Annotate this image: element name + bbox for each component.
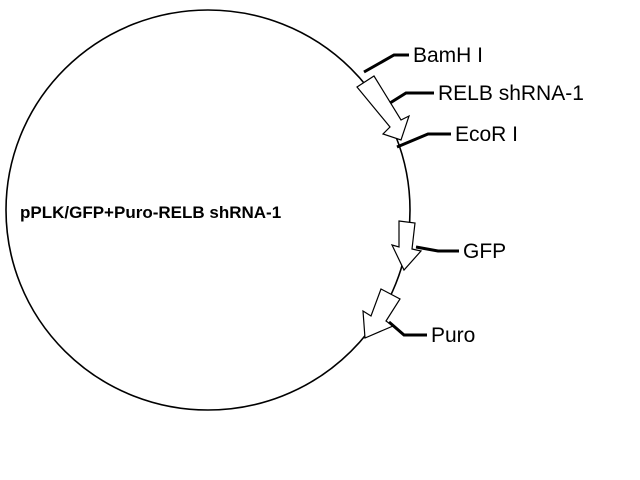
plasmid-name: pPLK/GFP+Puro-RELB shRNA-1 xyxy=(20,203,281,222)
bamhi-site-label: BamH I xyxy=(413,44,483,67)
puro-feature-label: Puro xyxy=(431,324,475,347)
puro-leader-line xyxy=(388,320,427,337)
relb-shrna-feature-arrow xyxy=(356,75,411,141)
plasmid-backbone xyxy=(5,9,411,411)
ecori-site-label: EcoR I xyxy=(455,123,518,146)
gfp-feature-arrow xyxy=(390,220,423,272)
bamhi-leader-line xyxy=(363,53,409,74)
puro-feature-arrow xyxy=(362,288,401,339)
relb-shrna-leader-line xyxy=(389,91,434,105)
ecori-leader-line xyxy=(396,132,451,149)
gfp-leader-line xyxy=(415,245,459,253)
relb-shrna-feature-label: RELB shRNA-1 xyxy=(438,82,584,105)
gfp-feature-label: GFP xyxy=(463,240,506,263)
